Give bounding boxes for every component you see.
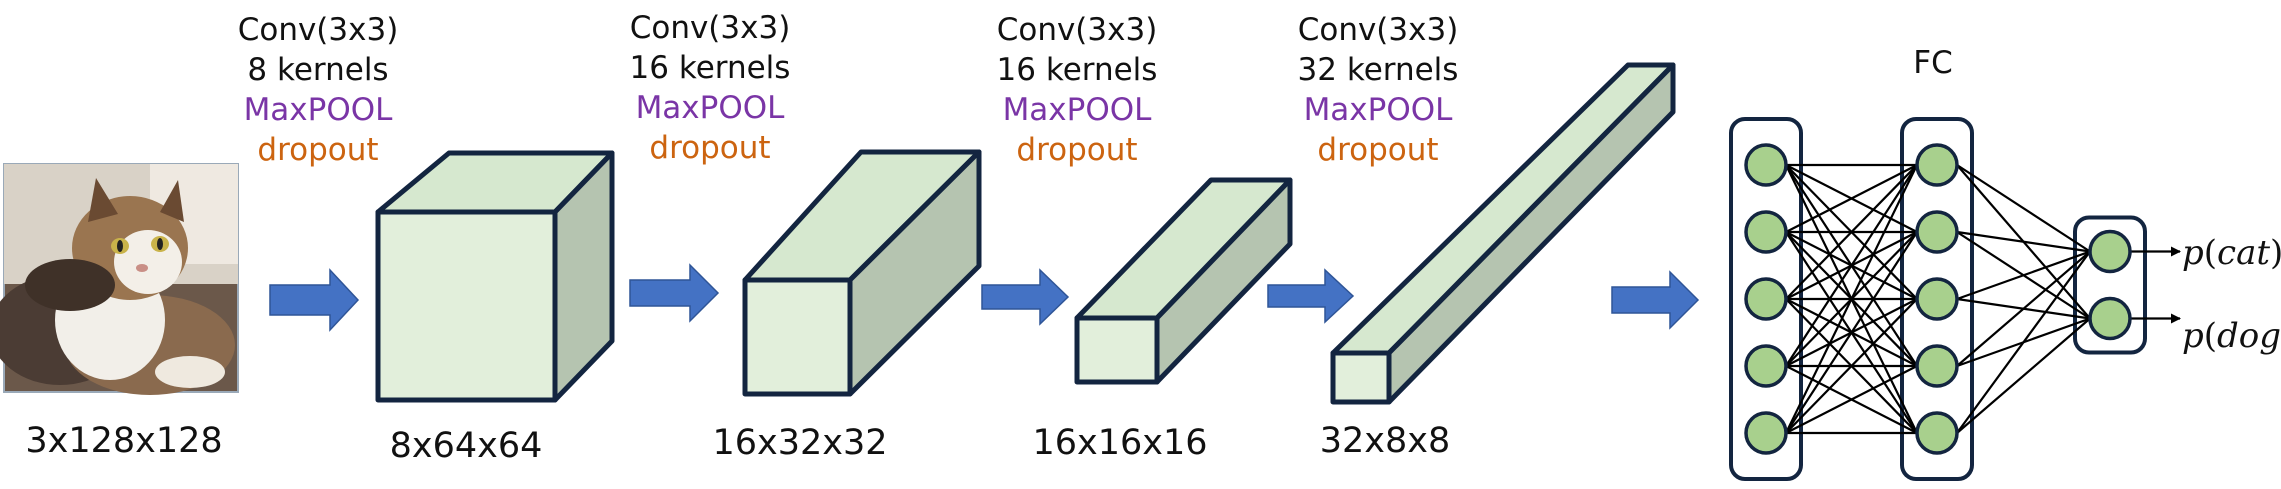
layer-2-dropout-label: dropout (649, 130, 770, 166)
fc-edge-l1-n3-to-n1 (1785, 164, 1918, 300)
output-dog-var: p (2182, 316, 2204, 356)
fc-edge-l2-n2-to-n1 (1956, 230, 2091, 253)
layer-4-kernels-label: 32 kernels (1298, 52, 1459, 88)
layer-2-kernels-label: 16 kernels (630, 50, 791, 86)
fc-node-l2-1 (1915, 143, 1959, 187)
arrow-layer-1-to-layer-2 (629, 263, 720, 323)
fc-edge-l1-n4-to-n1 (1785, 164, 1918, 367)
layer-1-dropout-label: dropout (257, 132, 378, 168)
output-dog-arg: dog (2217, 316, 2281, 356)
output-cat-arg: cat (2217, 233, 2270, 273)
svg-text:p(dog): p(dog) (2182, 316, 2281, 356)
fc-node-l2-3 (1915, 277, 1959, 321)
output-cat-var: p (2182, 233, 2204, 273)
layer-3-maxpool-label: MaxPOOL (1003, 92, 1153, 128)
fc-node-l1-3 (1744, 277, 1788, 321)
arrow-layer-3-to-layer-4 (1267, 268, 1355, 324)
layer-3-block (1074, 177, 1293, 385)
arrow-input-to-layer-1 (269, 268, 360, 332)
layer-4-dropout-label: dropout (1317, 132, 1438, 168)
layer-2-conv-label: Conv(3x3) (630, 10, 791, 46)
fc-network (1729, 117, 2181, 481)
layer-4-maxpool-label: MaxPOOL (1304, 92, 1454, 128)
layer-2-caption: Conv(3x3) 16 kernels MaxPOOL dropout (630, 10, 791, 166)
fc-edge-l2-n5-to-n2 (1956, 317, 2091, 434)
fc-edge-l2-n3-to-n1 (1956, 250, 2091, 301)
layer-4-conv-label: Conv(3x3) (1298, 12, 1459, 48)
layer-3-caption: Conv(3x3) 16 kernels MaxPOOL dropout (997, 12, 1158, 168)
layer-3-conv-label: Conv(3x3) (997, 12, 1158, 48)
output-cat-label: p(cat) (2182, 233, 2281, 273)
input-cat-image (0, 163, 239, 395)
layer-1-caption: Conv(3x3) 8 kernels MaxPOOL dropout (238, 12, 399, 168)
layer-1-kernels-label: 8 kernels (247, 52, 388, 88)
layer-2-shape-label: 16x32x32 (712, 423, 887, 463)
fc-node-l1-2 (1744, 210, 1788, 254)
layer-2-block (742, 149, 982, 397)
fc-node-l1-4 (1744, 344, 1788, 388)
layer-4-shape-label: 32x8x8 (1320, 421, 1451, 461)
layer-1-maxpool-label: MaxPOOL (244, 92, 394, 128)
fc-edge-l1-n5-to-n2 (1785, 231, 1918, 434)
layer-1-shape-label: 8x64x64 (390, 426, 543, 466)
fc-edge-l1-n5-to-n4 (1785, 365, 1918, 434)
fc-edge-l2-n4-to-n1 (1956, 250, 2091, 367)
layer-1-block (375, 150, 615, 403)
svg-text:p(cat): p(cat) (2182, 233, 2281, 273)
fc-node-l2-5 (1915, 411, 1959, 455)
input-shape-label: 3x128x128 (25, 421, 222, 461)
layer-4-block (1330, 62, 1676, 405)
arrow-layer-4-to-fc (1611, 270, 1700, 330)
fc-title: FC (1913, 45, 1952, 81)
output-dog-label: p(dog) (2182, 316, 2281, 356)
fc-node-l3-2 (2088, 296, 2132, 341)
layer-3-dropout-label: dropout (1016, 132, 1137, 168)
layer-4-caption: Conv(3x3) 32 kernels MaxPOOL dropout (1298, 12, 1459, 168)
arrow-layer-2-to-layer-3 (981, 268, 1070, 326)
fc-edge-l2-n1-to-n1 (1956, 164, 2091, 253)
fc-node-l2-4 (1915, 344, 1959, 388)
layer-3-kernels-label: 16 kernels (997, 52, 1158, 88)
fc-node-l3-1 (2088, 229, 2132, 274)
fc-node-l1-5 (1744, 411, 1788, 455)
fc-edge-l1-n2-to-n1 (1785, 164, 1918, 233)
layer-3-shape-label: 16x16x16 (1032, 423, 1207, 463)
fc-node-l1-1 (1744, 143, 1788, 187)
layer-1-conv-label: Conv(3x3) (238, 12, 399, 48)
fc-edge-l1-n5-to-n3 (1785, 298, 1918, 434)
fc-edge-l1-n5-to-n1 (1785, 164, 1918, 434)
layer-2-maxpool-label: MaxPOOL (636, 90, 786, 126)
fc-node-l2-2 (1915, 210, 1959, 254)
fc-edge-l2-n5-to-n1 (1956, 250, 2091, 434)
